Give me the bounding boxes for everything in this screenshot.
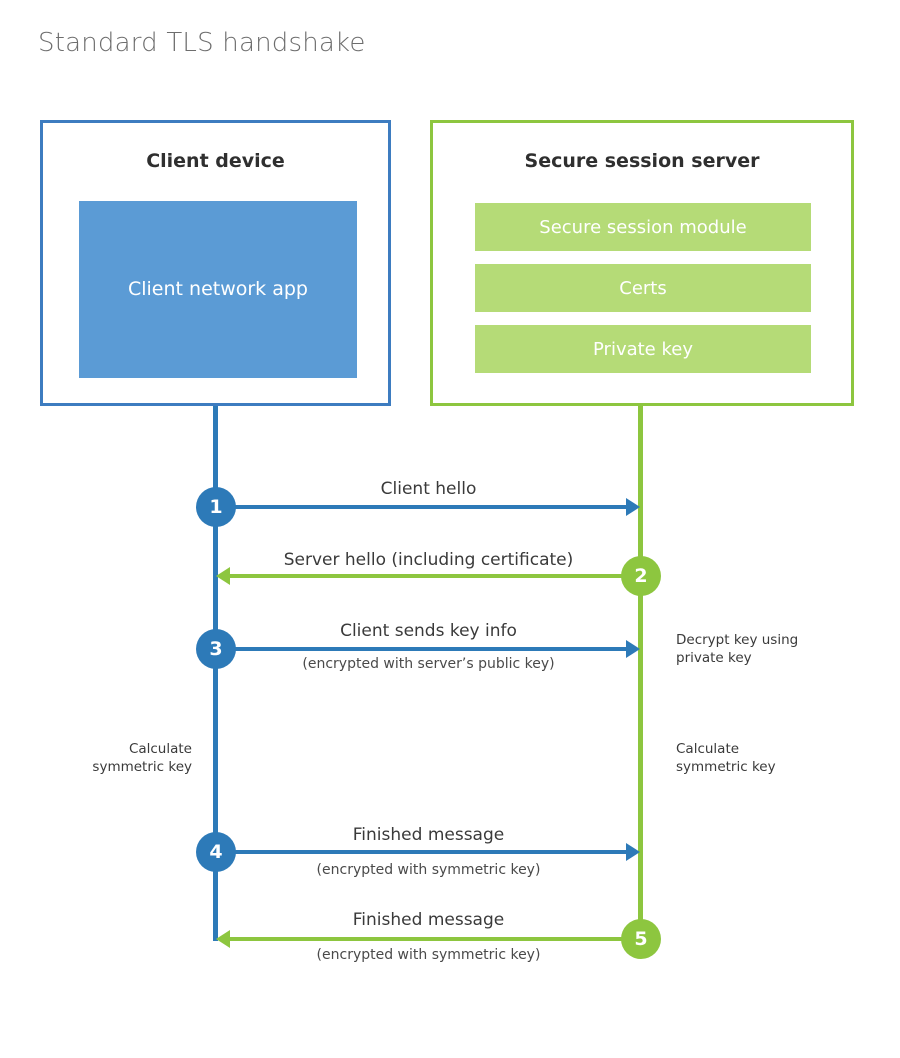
client-calculate-symmetric-key-note: Calculate symmetric key (20, 740, 192, 776)
step-1-label: Client hello (380, 479, 477, 499)
step-4-label: Finished message (352, 825, 505, 845)
server-component-private-key: Private key (475, 325, 811, 373)
server-calculate-symmetric-key-note: Calculate symmetric key (676, 740, 866, 776)
client-device-heading: Client device (146, 150, 285, 172)
client-calc-note-line1: Calculate (128, 741, 192, 757)
server-component-secure-session-module: Secure session module (475, 203, 811, 251)
step-2-arrow-line (229, 574, 641, 578)
step-4-arrow-line (216, 850, 626, 854)
secure-session-server-heading: Secure session server (524, 150, 760, 172)
step-5-sublabel: (encrypted with symmetric key) (316, 947, 541, 963)
step-1-arrow-head (626, 498, 640, 516)
server-decrypt-note: Decrypt key using private key (676, 631, 866, 667)
client-calc-note-line2: symmetric key (92, 759, 192, 776)
client-device-panel: Client device Client network app (40, 120, 391, 406)
step-3-sublabel: (encrypted with server’s public key) (302, 656, 555, 672)
step-1-arrow-line (216, 505, 626, 509)
step-2-label: Server hello (including certificate) (283, 550, 574, 570)
step-4-sublabel: (encrypted with symmetric key) (316, 862, 541, 878)
page-title: Standard TLS handshake (38, 28, 366, 58)
step-2-marker: 2 (621, 556, 661, 596)
server-lifeline (638, 406, 643, 941)
step-5-arrow-head (216, 930, 230, 948)
secure-session-server-panel: Secure session server Secure session mod… (430, 120, 854, 406)
client-lifeline (213, 406, 218, 941)
server-decrypt-note-line1: Decrypt key using (676, 632, 799, 648)
step-5-marker: 5 (621, 919, 661, 959)
step-5-arrow-line (229, 937, 641, 941)
step-2-arrow-head (216, 567, 230, 585)
step-3-marker: 3 (196, 629, 236, 669)
step-3-arrow-line (216, 647, 626, 651)
step-5-label: Finished message (352, 910, 505, 930)
client-network-app-box: Client network app (79, 201, 357, 378)
step-3-arrow-head (626, 640, 640, 658)
step-3-label: Client sends key info (340, 621, 517, 641)
step-4-arrow-head (626, 843, 640, 861)
server-calc-note-line2: symmetric key (676, 759, 776, 776)
step-1-marker: 1 (196, 487, 236, 527)
server-calc-note-line1: Calculate (676, 741, 740, 757)
server-component-certs: Certs (475, 264, 811, 312)
server-decrypt-note-line2: private key (676, 650, 752, 667)
step-4-marker: 4 (196, 832, 236, 872)
